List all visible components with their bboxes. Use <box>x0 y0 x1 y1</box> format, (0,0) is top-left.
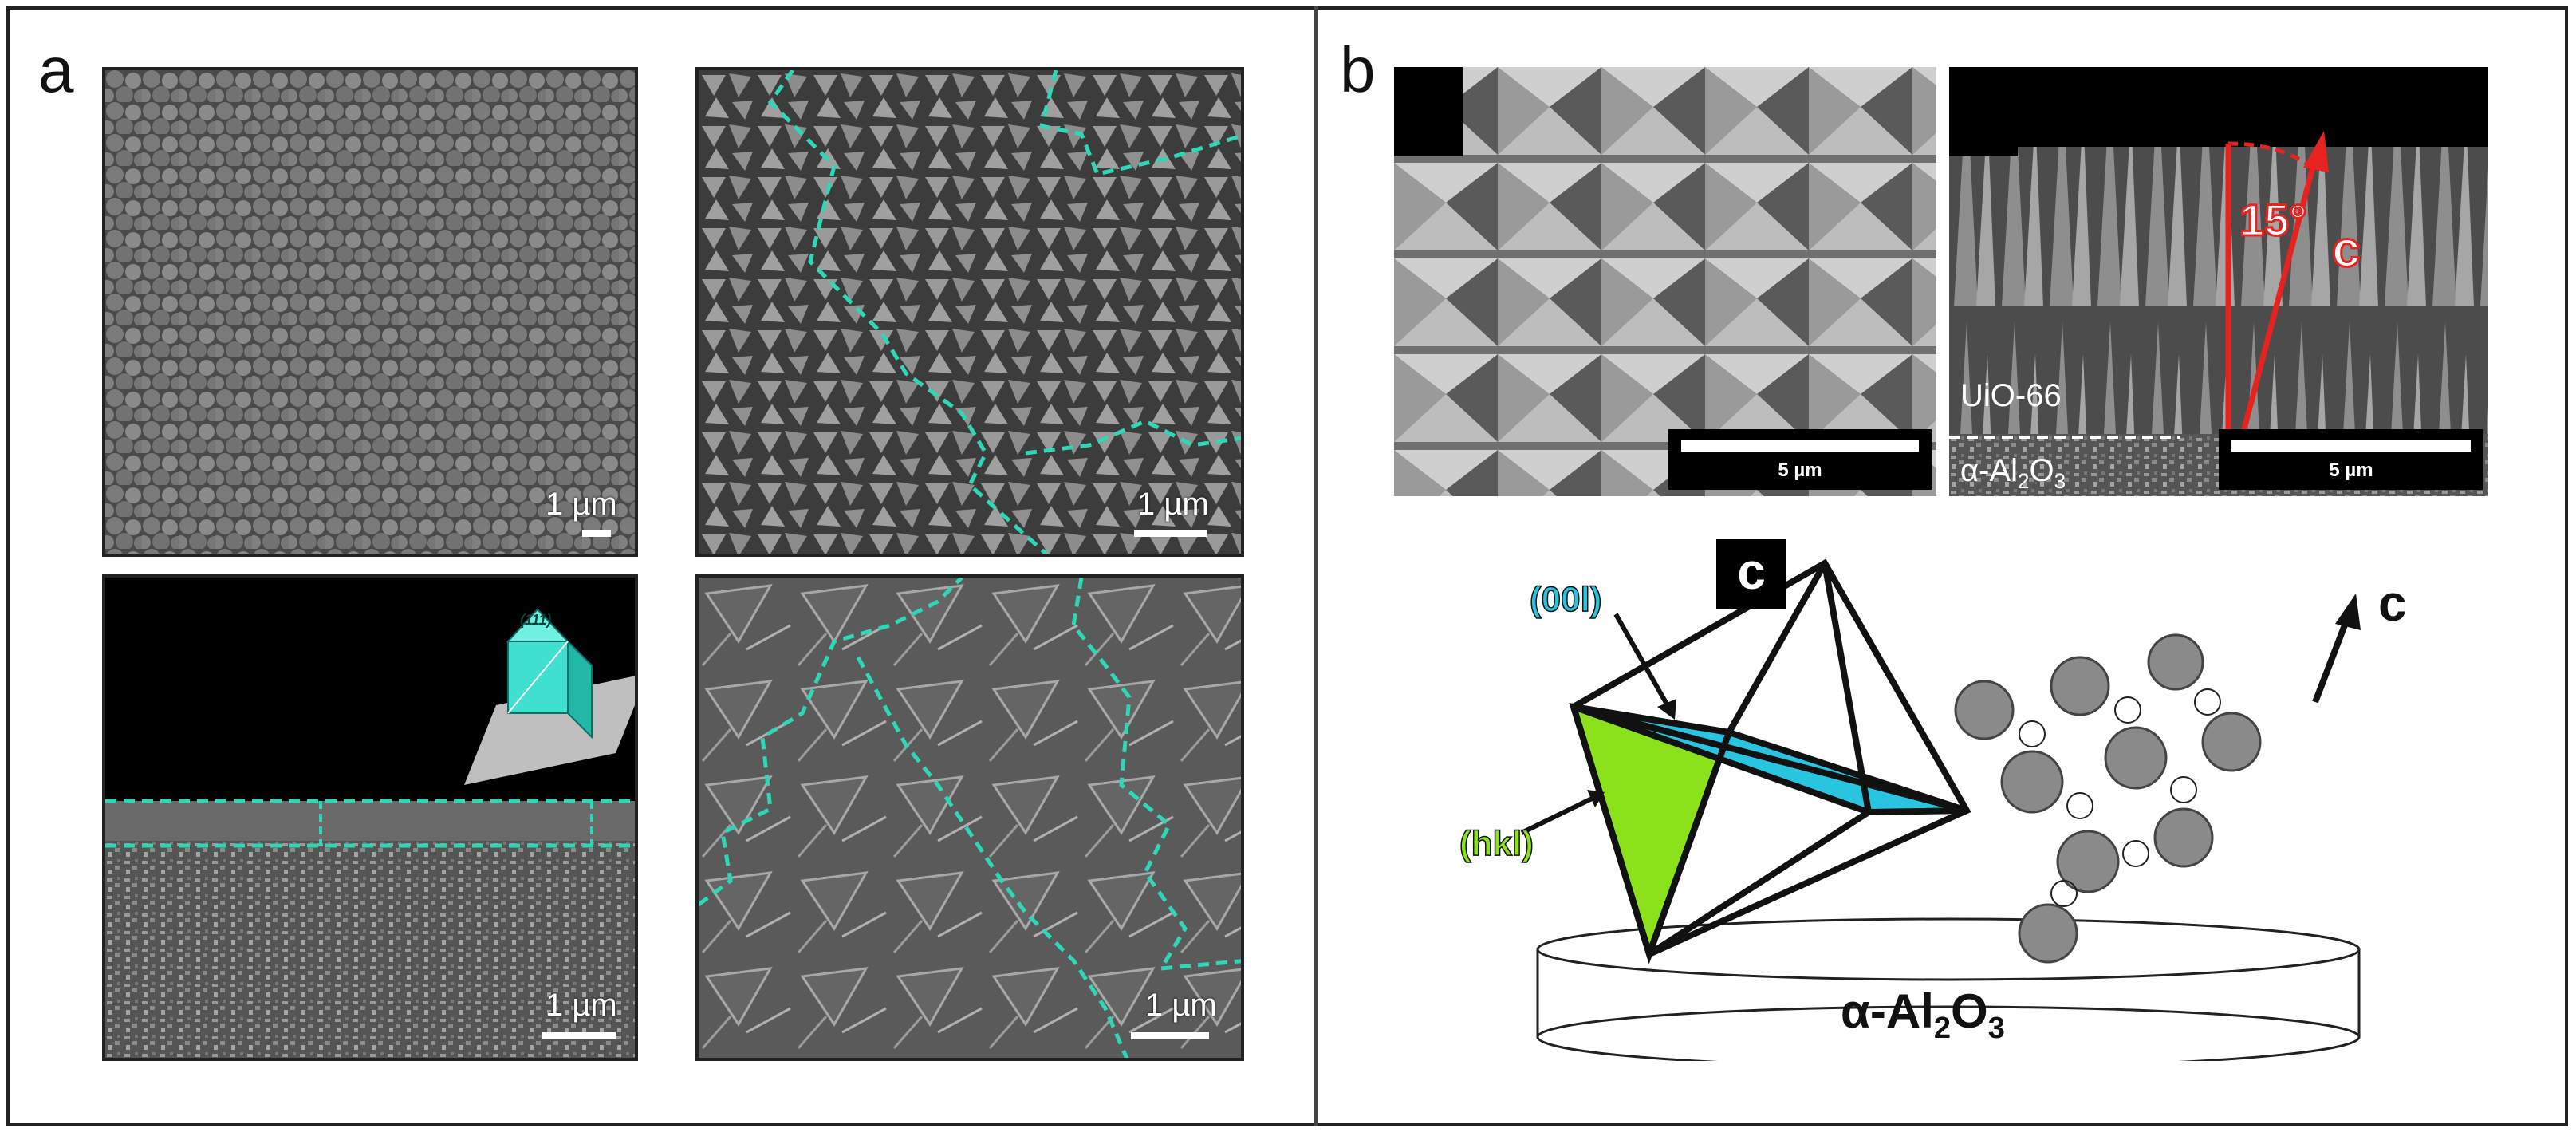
schematic-drawing <box>1520 558 2361 1061</box>
grain-boundary-line <box>1038 70 1241 176</box>
film-label: UiO-66 <box>1960 378 2062 413</box>
plane-001-label: (00l) <box>1529 580 1602 619</box>
grain-boundary-line <box>767 70 1050 554</box>
scale-bar <box>2231 440 2471 452</box>
inset-crystal-top <box>506 608 570 642</box>
plane-hkl-label: (hkl) <box>1459 824 1534 863</box>
pyramid-texture <box>1394 67 1936 496</box>
badge-label: c <box>1737 542 1766 600</box>
framework-linkers <box>2019 688 2221 907</box>
schematic: c (00l) (hkl) c α-Al2O3 <box>1394 519 2488 1061</box>
scale-bar <box>582 530 611 537</box>
octahedron-edge <box>1647 809 1871 957</box>
substrate-disk-top <box>1536 917 2361 981</box>
substrate-label: α-Al2O3 <box>1841 984 2005 1045</box>
platelet-texture <box>699 578 1241 1058</box>
grain-texture <box>105 70 635 554</box>
grain-boundary-line <box>1071 578 1241 971</box>
scale-label: 1 µm <box>546 988 617 1023</box>
octahedron-edge <box>1572 704 1968 814</box>
inset-facet-label: (111) <box>520 612 552 628</box>
grain-boundary-line <box>699 578 963 906</box>
scale-bar <box>542 1032 616 1039</box>
scale-box: 5 µm <box>1668 429 1932 490</box>
pointer-arrowhead <box>1657 699 1676 720</box>
scale-bar <box>1681 440 1919 452</box>
panel-a-letter: a <box>38 34 74 105</box>
c-direction-arrow <box>2312 611 2353 704</box>
sem-image-b-top-left: 5 µm <box>1394 67 1936 496</box>
sem-image-b-top-right: 15° c UiO-66 α-Al2O3 5 µm <box>1949 67 2488 496</box>
badge-box <box>1716 539 1786 609</box>
scale-box: 5 µm <box>2219 429 2483 490</box>
scale-label: 5 µm <box>2329 460 2373 481</box>
substrate-disk-bottom <box>1536 1005 2361 1061</box>
grain-boundary-line <box>1025 419 1241 456</box>
sem-image-a-bottom-right: 1 µm <box>695 574 1244 1061</box>
panel-divider <box>1314 6 1318 1126</box>
c-axis-arrowhead <box>2303 131 2329 172</box>
sem-image-a-top-right: 1 µm <box>695 67 1244 557</box>
c-axis-label: c <box>2331 220 2362 278</box>
scale-bar <box>1134 530 1207 537</box>
c-direction-arrowhead <box>2335 594 2361 630</box>
sem-image-a-bottom-left: (111) 1 µm <box>102 574 638 1061</box>
scale-bar <box>1131 1032 1209 1039</box>
scale-label: 5 µm <box>1778 460 1822 481</box>
inset-crystal-side <box>567 639 593 740</box>
octahedron-edge <box>1822 562 1872 813</box>
angle-arc <box>2227 141 2318 172</box>
angle-label: 15° <box>2239 195 2309 245</box>
substrate-label: α-Al2O3 <box>1960 453 2066 493</box>
scale-label: 1 µm <box>1145 988 1217 1023</box>
sem-image-a-top-left: 1 µm <box>102 67 638 557</box>
scale-label: 1 µm <box>546 487 617 522</box>
label-cover <box>1949 67 2018 156</box>
pointer-arrow-001 <box>1613 613 1672 710</box>
panel-b-letter: b <box>1340 34 1376 105</box>
figure-frame <box>6 6 2568 1126</box>
grain-boundary-line <box>856 656 1129 1058</box>
scale-label: 1 µm <box>1137 487 1209 522</box>
grain-texture <box>699 70 1241 554</box>
octahedron-edge <box>1646 731 1732 956</box>
cross-section-texture <box>105 578 635 1058</box>
framework-cluster <box>1954 633 2262 964</box>
octahedron-edge <box>1726 562 1828 734</box>
c-direction-label: c <box>2378 574 2407 632</box>
pointer-arrow-hkl <box>1520 795 1595 835</box>
label-cover <box>1394 67 1463 156</box>
pointer-arrowhead <box>1587 790 1605 807</box>
